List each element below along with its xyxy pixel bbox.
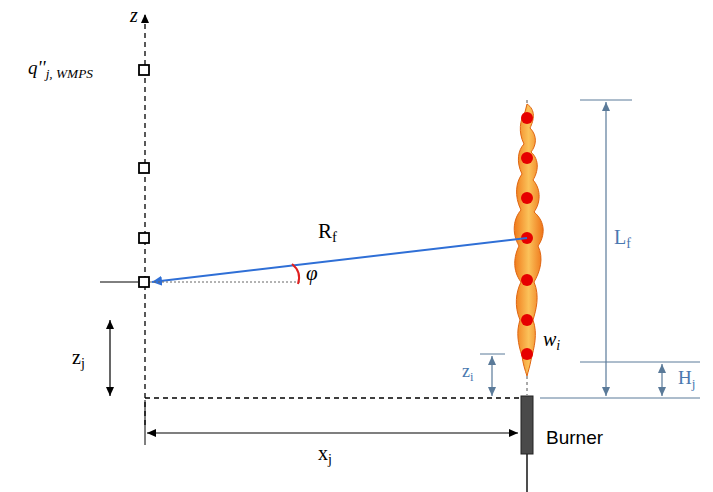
tick xyxy=(580,100,632,101)
distance-label: xj xyxy=(318,442,332,468)
burner-label: Burner xyxy=(546,428,603,449)
symbol: w xyxy=(543,328,556,350)
subscript: f xyxy=(332,229,337,245)
point-height-label: zi xyxy=(462,362,474,385)
symbol: z xyxy=(72,346,81,368)
subscript: i xyxy=(470,370,474,384)
symbol: R xyxy=(318,219,332,243)
burner-pipe xyxy=(526,454,528,492)
horizontal-reference xyxy=(150,282,300,283)
tick xyxy=(145,400,146,445)
flame xyxy=(514,104,543,376)
sensor-squares xyxy=(139,65,149,287)
hj-dimension xyxy=(661,364,662,396)
subscript: f xyxy=(626,236,631,251)
angle-arc xyxy=(292,264,299,284)
tick xyxy=(100,282,138,283)
lf-dimension xyxy=(605,102,606,396)
height-label: zj xyxy=(72,346,85,372)
subscript: j, WMPS xyxy=(46,66,93,81)
rf-line xyxy=(152,238,527,282)
weight-label: wi xyxy=(543,328,560,354)
subscript: j xyxy=(328,452,332,467)
axis-label: z xyxy=(130,4,138,26)
subscript: i xyxy=(556,338,560,353)
distance-label: Rf xyxy=(318,220,337,246)
sensor-label: q''j, WMPS xyxy=(28,58,93,82)
subscript: j xyxy=(81,356,85,371)
angle-label: φ xyxy=(306,262,318,285)
tick xyxy=(480,354,505,355)
symbol: q'' xyxy=(28,57,46,78)
tick xyxy=(540,398,700,399)
symbol: x xyxy=(318,442,328,464)
zj-dimension xyxy=(109,320,110,396)
flame-points xyxy=(521,112,533,360)
xj-dimension xyxy=(147,432,518,433)
symbol: z xyxy=(462,361,470,381)
symbol: H xyxy=(678,367,692,388)
burner-height-label: Hj xyxy=(678,368,695,392)
burner-tube xyxy=(521,396,533,454)
base-line xyxy=(145,397,520,398)
length-label: Lf xyxy=(614,226,631,252)
tick xyxy=(580,362,700,363)
symbol: L xyxy=(614,226,626,248)
zi-dimension xyxy=(491,356,492,396)
subscript: j xyxy=(692,376,696,391)
